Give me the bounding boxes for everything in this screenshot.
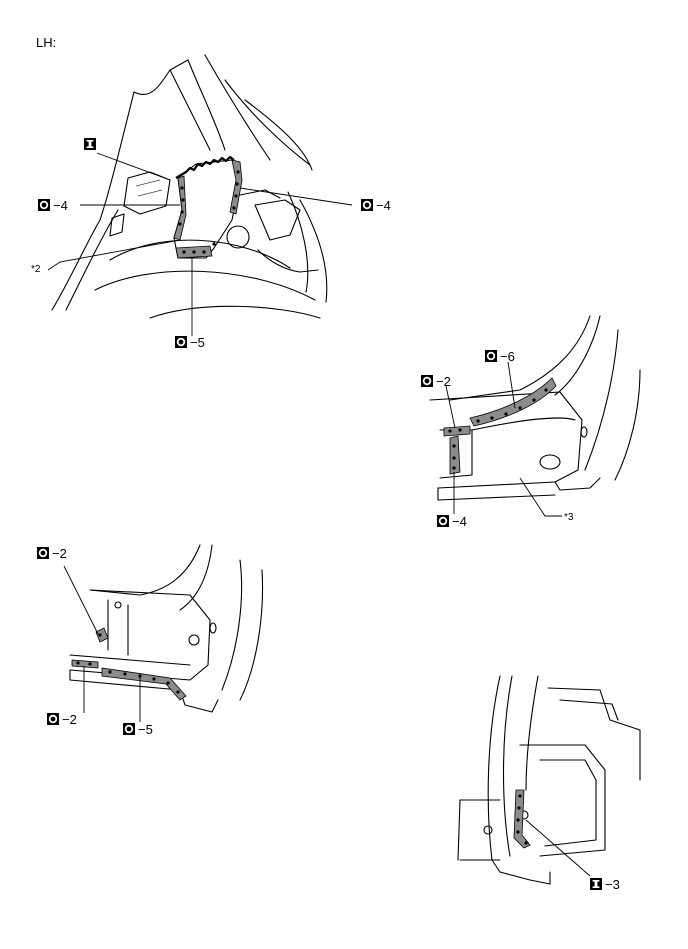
note-a: *2 bbox=[31, 264, 41, 275]
callout-a-right: −4 bbox=[376, 198, 391, 213]
callout-c-bottom-left: −2 bbox=[62, 712, 77, 727]
spot-weld-icon bbox=[484, 349, 498, 363]
diagram-a-rear-pillar: −4 −4 *2 −5 bbox=[31, 54, 391, 350]
callout-b-top-left: −2 bbox=[436, 374, 451, 389]
spot-weld-icon bbox=[46, 712, 60, 726]
callout-a-left: −4 bbox=[53, 198, 68, 213]
callout-a-bottom: −5 bbox=[190, 335, 205, 350]
spot-weld-icon bbox=[360, 198, 374, 212]
callout-b-top: −6 bbox=[500, 349, 515, 364]
spot-weld-icon bbox=[420, 374, 434, 388]
spot-weld-icon bbox=[36, 546, 50, 560]
note-b: *3 bbox=[564, 512, 574, 523]
spot-weld-icon bbox=[37, 198, 51, 212]
callout-d-right: −3 bbox=[605, 877, 620, 892]
diagram-d-rear-wheel-housing: −3 bbox=[457, 675, 641, 892]
sealer-icon bbox=[84, 138, 96, 150]
callout-b-bottom: −4 bbox=[452, 514, 467, 529]
callout-c-bottom-right: −5 bbox=[138, 722, 153, 737]
spot-weld-icon bbox=[122, 722, 136, 736]
spot-weld-icon bbox=[436, 514, 450, 528]
plug-weld-icon bbox=[590, 878, 602, 890]
callout-c-top: −2 bbox=[52, 546, 67, 561]
page-title: LH: bbox=[36, 35, 56, 50]
diagram-b-quarter-panel: −2 −6 −4 *3 bbox=[420, 315, 641, 529]
diagram-c-rocker-joint: −2 −2 −5 bbox=[36, 544, 264, 737]
spot-weld-icon bbox=[174, 335, 188, 349]
